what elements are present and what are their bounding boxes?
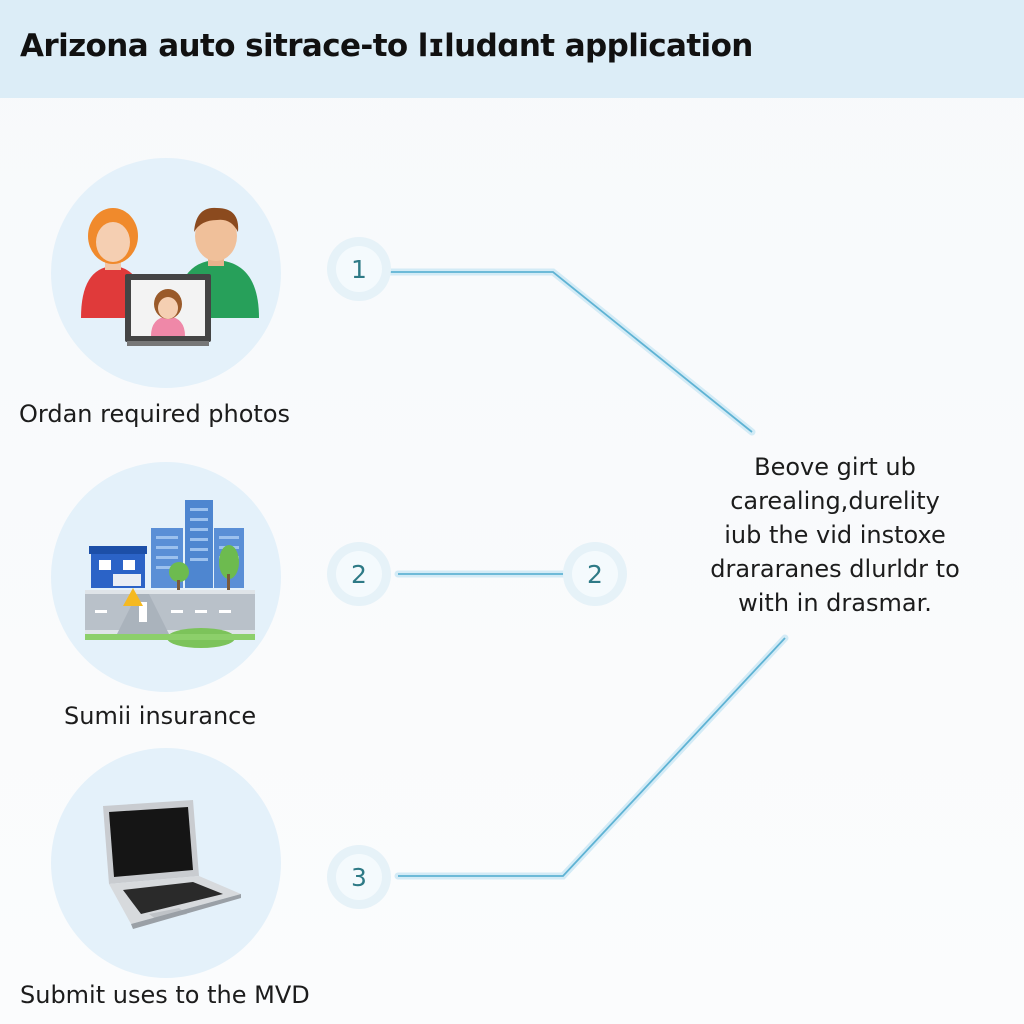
step-2-badge-right: 2 bbox=[563, 542, 627, 606]
badge-number: 1 bbox=[336, 246, 382, 292]
step-3-label: Submit uses to the MVD bbox=[20, 981, 310, 1009]
step-3-badge: 3 bbox=[327, 845, 391, 909]
step-2-label: Sumii insurance bbox=[64, 702, 257, 730]
connector-1 bbox=[384, 268, 756, 436]
description-text: Beove girt ub carealing,durelity iub the… bbox=[710, 453, 960, 617]
city-road-icon bbox=[85, 500, 255, 648]
laptop-icon bbox=[103, 800, 241, 929]
header-banner: Arizona auto sitrace-to lɪludɑnt applica… bbox=[0, 0, 1024, 98]
badge-number: 2 bbox=[572, 551, 618, 597]
step-1-icon-circle bbox=[51, 158, 281, 388]
step-2-badge-left: 2 bbox=[327, 542, 391, 606]
badge-number: 2 bbox=[336, 551, 382, 597]
family-photo-icon bbox=[81, 207, 259, 346]
page-title: Arizona auto sitrace-to lɪludɑnt applica… bbox=[20, 28, 753, 64]
step-3-icon-circle bbox=[51, 748, 281, 978]
badge-number: 3 bbox=[336, 854, 382, 900]
connector-3 bbox=[394, 634, 789, 880]
step-1-badge: 1 bbox=[327, 237, 391, 301]
step-1-label: Ordan required photos bbox=[19, 400, 291, 428]
step-2-icon-circle bbox=[51, 462, 281, 692]
